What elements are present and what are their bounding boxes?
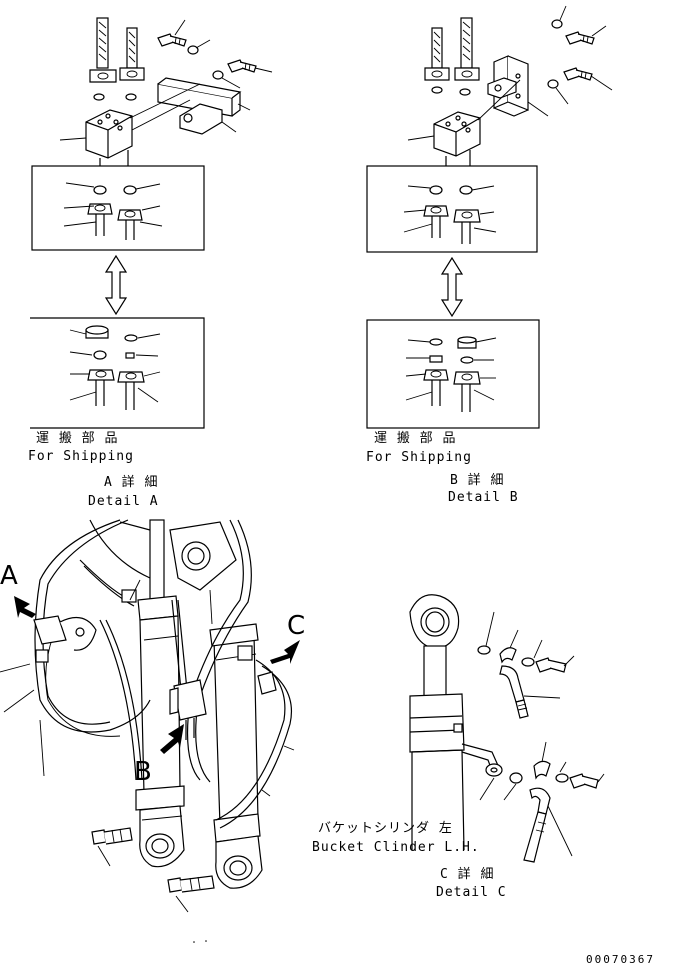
detail-a-bolt-upper: [157, 33, 187, 47]
detail-b-junction-block: [433, 111, 481, 157]
detail-a-bracket: [157, 77, 242, 135]
detail-a-assembly: [31, 17, 273, 251]
detail-b-bolt-upper: [565, 31, 595, 45]
left-hose-routing: [34, 519, 151, 781]
detail-c-lower-fitting: [509, 760, 599, 863]
right-hose-routing: [171, 519, 292, 829]
detail-b-hose-right: [454, 17, 480, 81]
main-view: A C B: [0, 519, 305, 943]
detail-a-junction-block: [85, 109, 133, 159]
detail-c-cylinder-jp: バケットシリンダ 左: [318, 821, 453, 836]
sensor-connector-right: [167, 875, 215, 893]
detail-a-box: [31, 165, 205, 251]
right-bucket-cylinder: [209, 623, 263, 889]
detail-c-cylinder-tube: [409, 693, 465, 851]
detail-b-title-en: Detail B: [448, 490, 519, 505]
detail-a-hose-left: [89, 17, 117, 83]
detail-a-title-en: Detail A: [88, 494, 159, 509]
detail-b-box: [366, 165, 538, 253]
detail-b-hose-left: [424, 27, 450, 81]
o-ring: [125, 93, 137, 101]
detail-b-title-jp: B 詳 細: [450, 472, 504, 488]
o-ring: [93, 93, 105, 101]
sensor-connector-left: [91, 827, 133, 845]
detail-a-shipping-box: [30, 317, 205, 429]
view-arrow-a: [14, 596, 36, 618]
detail-c-title-en: Detail C: [436, 885, 507, 900]
detail-a-shipping-jp: 運 搬 部 品: [36, 431, 118, 446]
boom-pivot: [89, 519, 237, 591]
detail-c-cylinder-en: Bucket Clinder L.H.: [312, 840, 480, 855]
detail-b-assembly: [366, 5, 613, 253]
detail-a-hose-right: [119, 27, 145, 81]
detail-c-port: [461, 743, 503, 777]
left-bucket-cylinder: [135, 519, 185, 868]
detail-a-shipping-en: For Shipping: [28, 449, 134, 464]
detail-b-shipping-en: For Shipping: [366, 450, 472, 465]
detail-c-assembly: [409, 594, 605, 863]
detail-a-title-jp: A 詳 細: [104, 474, 158, 490]
view-arrow-c: [270, 640, 300, 664]
detail-a-exchange-arrow: [104, 254, 128, 316]
detail-c-cylinder-eye: [409, 594, 460, 697]
detail-b-shipping-box: [366, 319, 540, 429]
detail-b-exchange-arrow: [440, 256, 464, 318]
detail-b-bolt-lower: [563, 67, 593, 81]
detail-a-bolt-lower: [227, 59, 257, 73]
detail-c-title-jp: C 詳 細: [440, 866, 494, 882]
washer: [212, 70, 224, 80]
detail-b-bracket: [487, 55, 529, 117]
drawing-number: 00070367: [586, 953, 655, 966]
view-letter-c: C: [287, 611, 305, 641]
detail-c-upper-fitting: [477, 645, 567, 719]
view-letter-b: B: [134, 757, 152, 787]
main-right-junction: [237, 645, 277, 695]
view-arrow-b: [160, 724, 184, 754]
detail-b-shipping-jp: 運 搬 部 品: [374, 431, 456, 446]
main-left-junction: [33, 615, 97, 663]
washer: [187, 45, 199, 55]
view-letter-a: A: [0, 561, 18, 591]
main-center-junction: [121, 589, 207, 740]
